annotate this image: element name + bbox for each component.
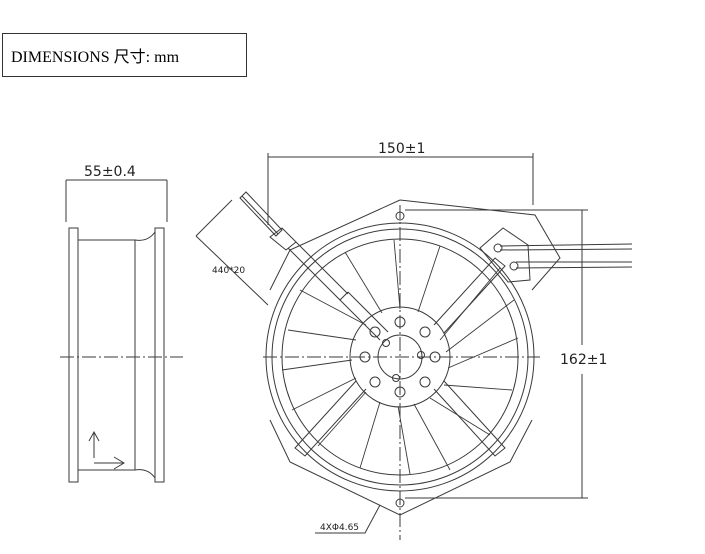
side-flange-right [154,227,165,483]
hole-dimension-label: 4XΦ4.65 [320,523,359,533]
lead-ext-line [195,235,269,306]
dimensions-title: DIMENSIONS 尺寸: mm [11,49,180,66]
lead-dim-line [195,199,233,237]
dimensions-title-box: DIMENSIONS 尺寸: mm [2,33,247,77]
side-flange-left [68,227,79,483]
fan-blades [281,239,519,475]
depth-dimension-label: 55±0.4 [84,164,136,180]
terminal-block [479,227,633,283]
lead-wire [195,191,389,341]
lead-dimension-label: 440*20 [212,266,245,276]
side-body-top [78,231,156,241]
height-dimension-label: 162±1 [560,352,607,368]
width-dimension-label: 150±1 [378,141,425,157]
airflow-arrows-icon [88,430,125,470]
side-view [60,179,183,483]
front-view [195,153,633,540]
support-struts [294,257,506,457]
hole-leader-line [315,504,381,534]
side-body-bottom [78,469,156,479]
